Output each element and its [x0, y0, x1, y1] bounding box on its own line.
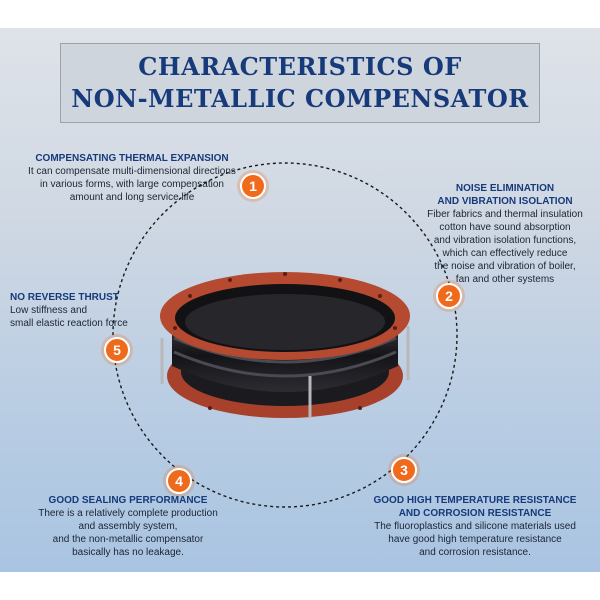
badge-5: 5: [104, 337, 130, 363]
title-line-1: CHARACTERISTICS OF: [138, 52, 462, 81]
feature-3: GOOD HIGH TEMPERATURE RESISTANCE AND COR…: [362, 494, 588, 559]
feature-4: GOOD SEALING PERFORMANCE There is a rela…: [20, 494, 236, 559]
feature-3-heading-line: AND CORROSION RESISTANCE: [398, 508, 552, 519]
feature-2: NOISE ELIMINATION AND VIBRATION ISOLATIO…: [412, 182, 598, 286]
feature-5-line: small elastic reaction force: [10, 318, 128, 329]
feature-2-line: the noise and vibration of boiler,: [434, 261, 576, 272]
feature-1-line: in various forms, with large compensatio…: [40, 179, 224, 190]
feature-2-heading-line: AND VIBRATION ISOLATION: [437, 196, 573, 207]
feature-1-line: amount and long service life: [69, 192, 195, 203]
feature-2-line: and vibration isolation functions,: [433, 235, 577, 246]
feature-1-heading: COMPENSATING THERMAL EXPANSION: [35, 153, 229, 164]
feature-3-line: The fluoroplastics and silicone material…: [374, 521, 576, 532]
badge-3: 3: [391, 457, 417, 483]
badge-4: 4: [166, 468, 192, 494]
feature-4-line: and assembly system,: [78, 521, 178, 532]
feature-4-heading: GOOD SEALING PERFORMANCE: [48, 495, 208, 506]
feature-2-line: cotton have sound absorption: [439, 222, 571, 233]
feature-2-line: which can effectively reduce: [442, 248, 568, 259]
feature-1: COMPENSATING THERMAL EXPANSION It can co…: [16, 152, 248, 204]
title-banner: CHARACTERISTICS OF NON-METALLIC COMPENSA…: [60, 43, 540, 123]
compensator-image: [160, 272, 410, 418]
feature-5-heading: NO REVERSE THRUST: [10, 292, 119, 303]
badge-2: 2: [436, 283, 462, 309]
feature-5: NO REVERSE THRUST Low stiffness and smal…: [10, 291, 170, 330]
feature-3-heading-line: GOOD HIGH TEMPERATURE RESISTANCE: [373, 495, 577, 506]
feature-2-line: Fiber fabrics and thermal insulation: [427, 209, 583, 220]
feature-4-line: and the non-metallic compensator: [52, 534, 204, 545]
badge-1: 1: [240, 173, 266, 199]
feature-5-line: Low stiffness and: [10, 305, 88, 316]
feature-3-line: and corrosion resistance.: [419, 547, 531, 558]
feature-1-line: It can compensate multi-dimensional dire…: [28, 166, 236, 177]
feature-4-line: There is a relatively complete productio…: [38, 508, 218, 519]
feature-2-heading-line: NOISE ELIMINATION: [455, 183, 555, 194]
feature-2-line: fan and other systems: [455, 274, 555, 285]
feature-4-line: basically has no leakage.: [72, 547, 184, 558]
title-line-2: NON-METALLIC COMPENSATOR: [71, 84, 529, 113]
feature-3-line: have good high temperature resistance: [388, 534, 562, 545]
